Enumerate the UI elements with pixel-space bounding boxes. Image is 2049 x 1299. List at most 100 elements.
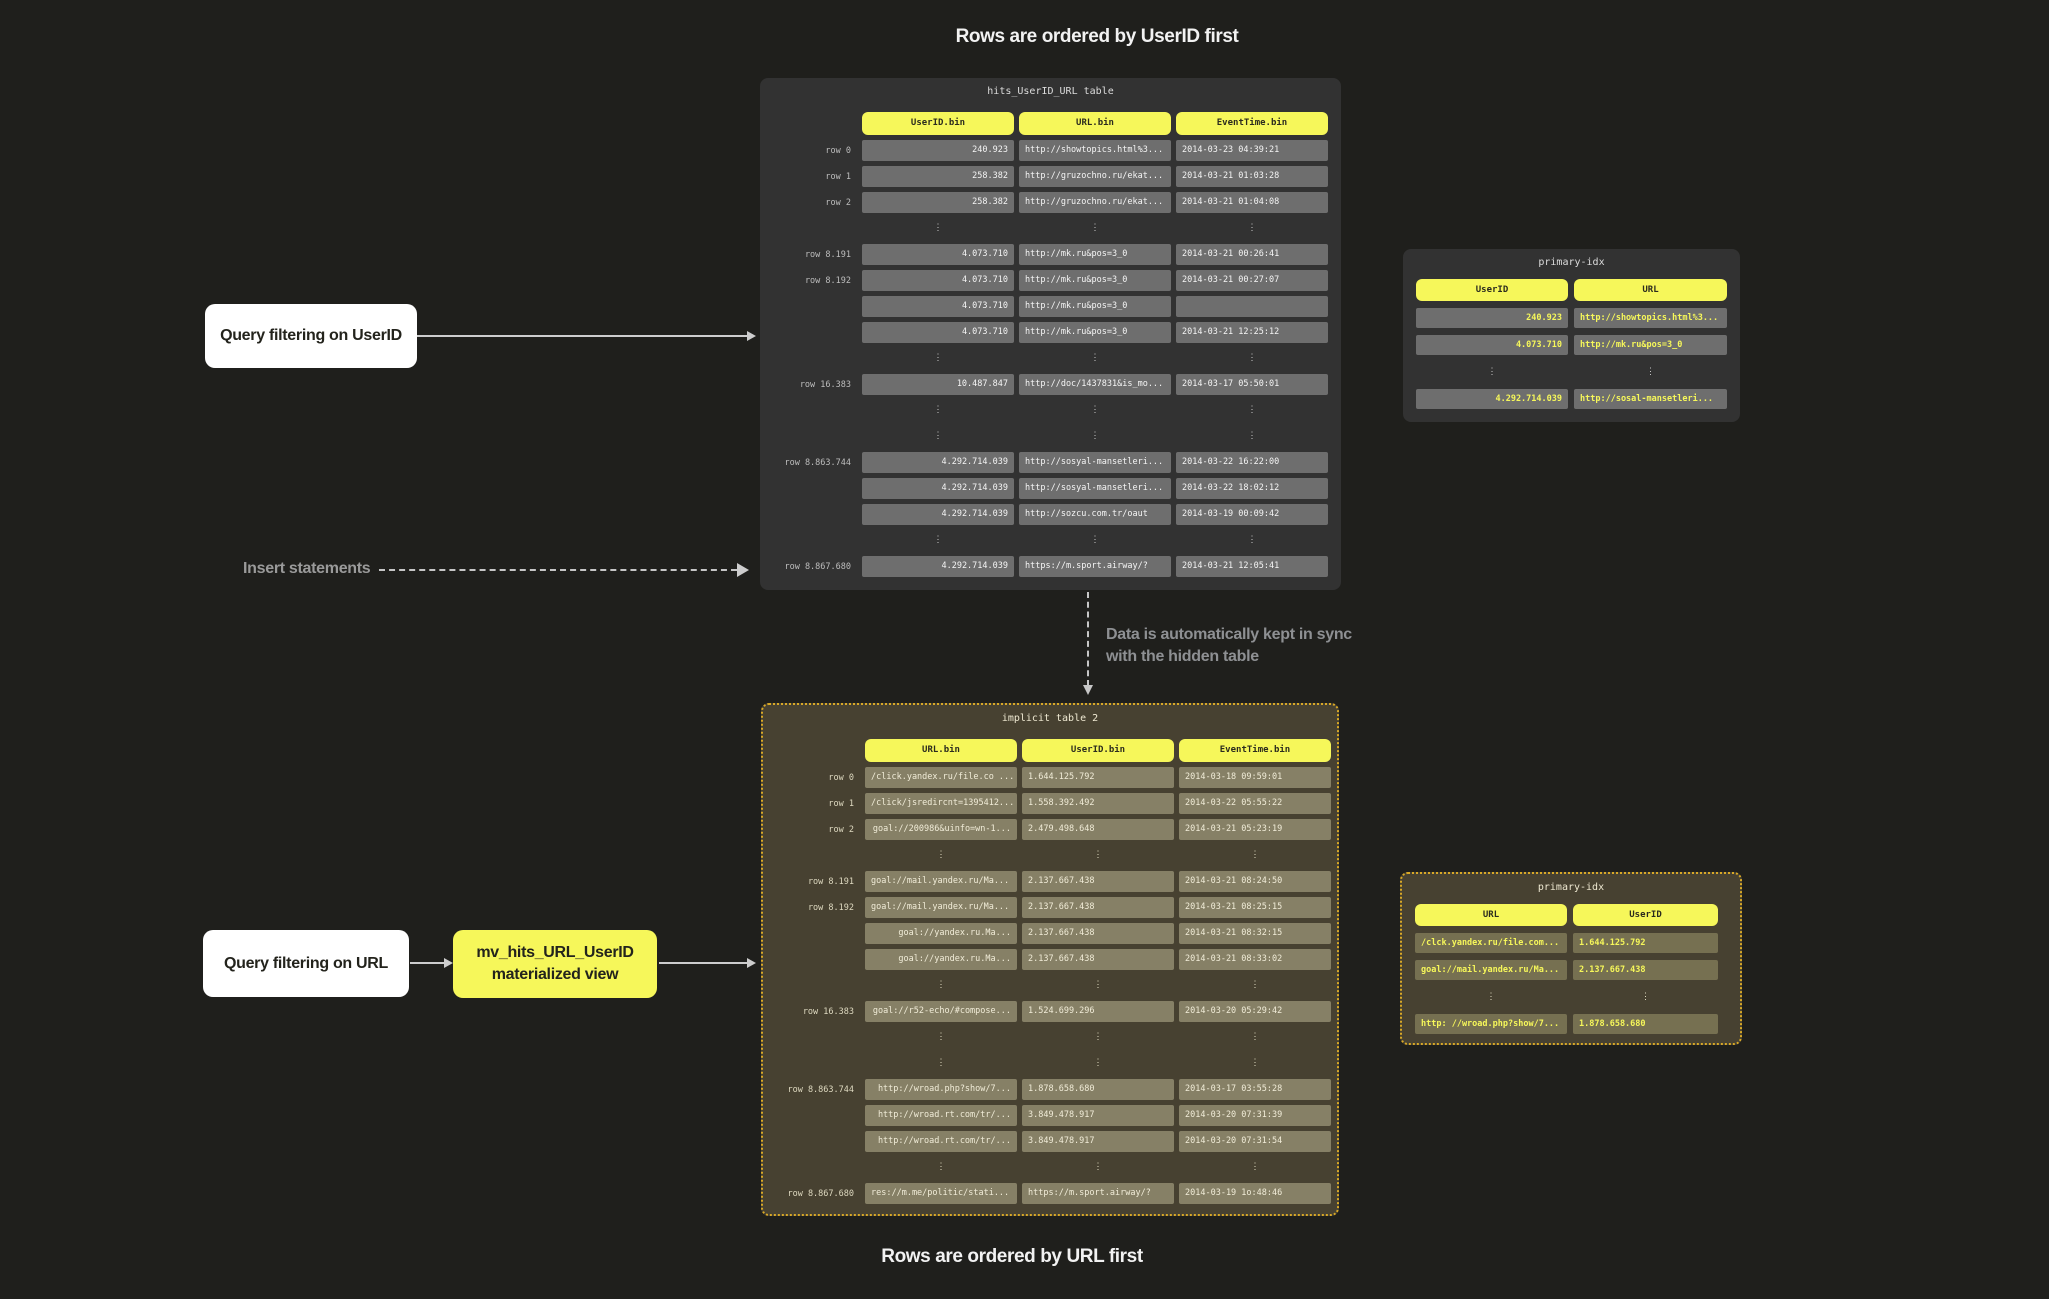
arrowhead-right-icon (747, 331, 756, 341)
data-cell: 4.292.714.039 (862, 478, 1014, 499)
query-filtering-url-box: Query filtering on URL (203, 930, 409, 997)
ellipsis-cell: ⋮ (1090, 431, 1100, 441)
column-header: URL.bin (1019, 112, 1171, 135)
query-url-arrow-1 (410, 958, 453, 968)
query-filtering-userid-box: Query filtering on UserID (205, 304, 417, 368)
data-cell: 2014-03-21 00:26:41 (1176, 244, 1328, 265)
data-cell: 2.137.667.438 (1022, 949, 1174, 970)
arrowhead-right-icon (444, 958, 453, 968)
data-cell: 2014-03-19 1o:48:46 (1179, 1183, 1331, 1204)
data-cell: 1.524.699.296 (1022, 1001, 1174, 1022)
data-cell: goal://mail.yandex.ru/Ma... (1415, 960, 1567, 980)
data-cell: 240.923 (1416, 308, 1568, 328)
row-label: row 8.863.744 (784, 457, 851, 468)
ellipsis-cell: ⋮ (1250, 850, 1260, 860)
data-cell: goal://yandex.ru.Ma... (865, 923, 1017, 944)
data-cell: 2014-03-23 04:39:21 (1176, 140, 1328, 161)
data-cell: 2014-03-21 00:27:07 (1176, 270, 1328, 291)
ellipsis-cell: ⋮ (1093, 980, 1103, 990)
table-row: ⋮⋮⋮ (766, 400, 1328, 421)
data-cell: https://m.sport.airway/? (1019, 556, 1171, 577)
data-cell: 4.292.714.039 (862, 504, 1014, 525)
ellipsis-cell: ⋮ (1090, 405, 1100, 415)
table-row: 4.073.710 http://mk.ru&pos=3_0 (1416, 335, 1727, 355)
data-cell: 2014-03-17 05:50:01 (1176, 374, 1328, 395)
data-cell: 2.137.667.438 (1573, 960, 1718, 980)
materialized-view-line2: materialized view (491, 966, 619, 983)
data-cell: http://wroad.php?show/7... (865, 1079, 1017, 1100)
data-cell: 4.292.714.039 (862, 556, 1014, 577)
row-label: row 0 (828, 772, 854, 783)
ellipsis-cell: ⋮ (1250, 980, 1260, 990)
data-cell: 3.849.478.917 (1022, 1105, 1174, 1126)
column-header: UserID (1573, 904, 1718, 926)
table-row: ⋮⋮⋮ (766, 218, 1328, 239)
data-cell: goal://mail.yandex.ru/Ma... (865, 897, 1017, 918)
ellipsis-cell: ⋮ (936, 1058, 946, 1068)
ellipsis-cell: ⋮ (933, 535, 943, 545)
row-label: row 1 (825, 171, 851, 182)
data-cell: http://mk.ru&pos=3_0 (1019, 322, 1171, 343)
query-filtering-userid-label: Query filtering on UserID (220, 327, 402, 344)
data-cell: https://m.sport.airway/? (1022, 1183, 1174, 1204)
table-row: goal://mail.yandex.ru/Ma... 2.137.667.438 (1415, 960, 1718, 980)
data-cell: res://m.me/politic/stati... (865, 1183, 1017, 1204)
data-cell: http://mk.ru&pos=3_0 (1574, 335, 1727, 355)
table-row: ⋮⋮ (1416, 362, 1727, 382)
ellipsis-cell: ⋮ (1093, 1162, 1103, 1172)
ellipsis-cell: ⋮ (936, 1162, 946, 1172)
ellipsis-cell: ⋮ (1250, 1058, 1260, 1068)
data-cell: http://sosal-mansetleri... (1574, 389, 1727, 409)
table-row: ⋮⋮⋮ (769, 975, 1331, 996)
data-cell: 2014-03-21 12:05:41 (1176, 556, 1328, 577)
data-cell: 2.137.667.438 (1022, 923, 1174, 944)
ellipsis-cell: ⋮ (1247, 353, 1257, 363)
data-cell: 2014-03-20 05:29:42 (1179, 1001, 1331, 1022)
ellipsis-cell: ⋮ (1247, 535, 1257, 545)
ellipsis-cell: ⋮ (1093, 850, 1103, 860)
ellipsis-cell: ⋮ (1487, 367, 1497, 377)
bottom-caption: Rows are ordered by URL first (881, 1246, 1143, 1267)
query-filtering-url-label: Query filtering on URL (223, 954, 389, 972)
data-cell: 4.073.710 (1416, 335, 1568, 355)
row-label: row 8.867.680 (787, 1188, 854, 1199)
data-cell: /click/jsredircnt=1395412... (865, 793, 1017, 814)
column-header: URL (1415, 904, 1567, 926)
row-label: row 1 (828, 798, 854, 809)
ellipsis-cell: ⋮ (1247, 405, 1257, 415)
data-cell: http://wroad.rt.com/tr/... (865, 1131, 1017, 1152)
data-cell: 2014-03-21 05:23:19 (1179, 819, 1331, 840)
data-cell: 10.487.847 (862, 374, 1014, 395)
column-header: URL.bin (865, 739, 1017, 762)
table-row: ⋮⋮⋮ (769, 1157, 1331, 1178)
ellipsis-cell: ⋮ (1646, 367, 1655, 377)
table-row: ⋮⋮⋮ (766, 426, 1328, 447)
row-label: row 2 (825, 197, 851, 208)
data-cell: http://doc/1437831&is_mo... (1019, 374, 1171, 395)
sync-arrow (1083, 592, 1093, 695)
row-label: row 16.383 (802, 1006, 854, 1017)
table-row: ⋮⋮⋮ (769, 1027, 1331, 1048)
data-cell: 2014-03-21 01:04:08 (1176, 192, 1328, 213)
arrowhead-right-icon (747, 958, 756, 968)
column-header: UserID (1416, 279, 1568, 301)
data-cell: 2014-03-22 18:02:12 (1176, 478, 1328, 499)
data-cell: http://gruzochno.ru/ekat... (1019, 192, 1171, 213)
ellipsis-cell: ⋮ (936, 1032, 946, 1042)
column-header: UserID.bin (1022, 739, 1174, 762)
